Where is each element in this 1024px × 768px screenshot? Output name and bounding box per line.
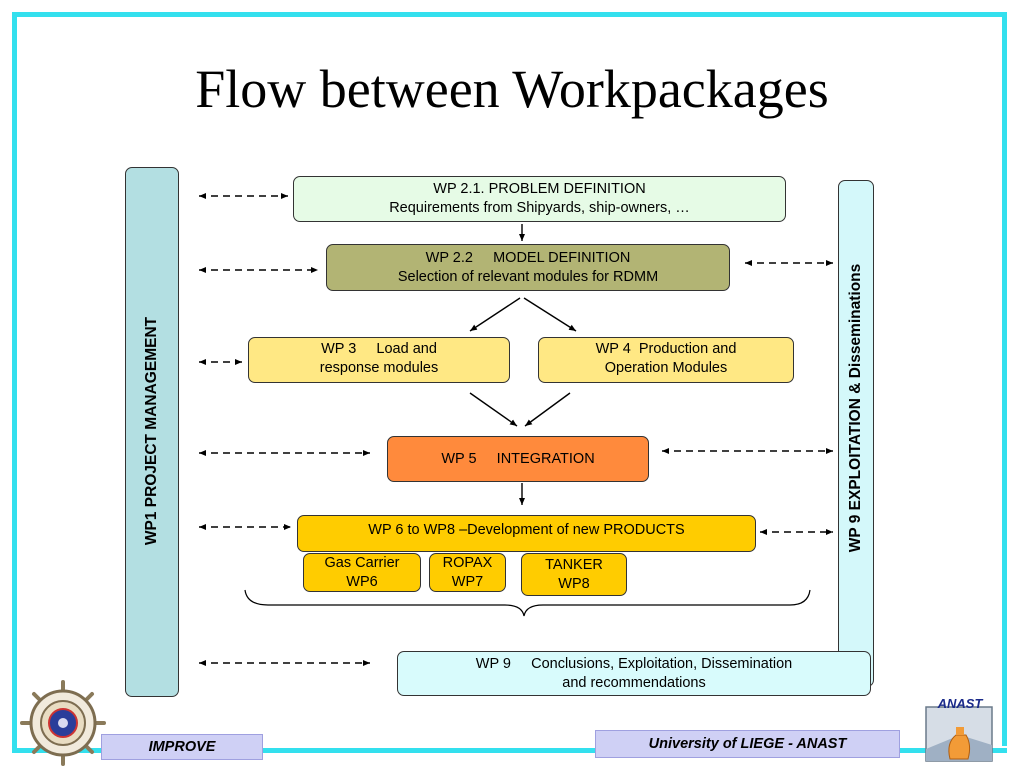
wp22-model-definition-box: WP 2.2 MODEL DEFINITION Selection of rel… bbox=[326, 244, 730, 291]
wp5-line1: WP 5 INTEGRATION bbox=[441, 450, 595, 467]
gas-line1: Gas Carrier bbox=[324, 554, 400, 571]
wp3-line1: WP 3 Load and bbox=[321, 341, 437, 357]
gas-carrier-box: Gas Carrier WP6 bbox=[303, 553, 421, 592]
tanker-line1: TANKER bbox=[545, 556, 603, 573]
wp9-line1: WP 9 Conclusions, Exploitation, Dissemin… bbox=[475, 655, 793, 672]
ropax-line1: ROPAX bbox=[442, 554, 493, 571]
wp21-line1: WP 2.1. PROBLEM DEFINITION bbox=[433, 181, 646, 197]
wp21-line2: Requirements from Shipyards, ship-owners… bbox=[389, 200, 690, 216]
frame-top-border bbox=[12, 12, 1007, 17]
anast-logo-text: ANAST bbox=[937, 696, 984, 711]
wp5-integration-box: WP 5 INTEGRATION bbox=[387, 436, 649, 482]
wp1-project-management-bar bbox=[125, 167, 179, 697]
grouping-brace bbox=[244, 589, 811, 617]
tanker-box: TANKER WP8 bbox=[521, 553, 627, 596]
wp22-line1: WP 2.2 MODEL DEFINITION bbox=[425, 249, 631, 266]
frame-right-border bbox=[1002, 12, 1007, 746]
arrow-wp4-to-wp5 bbox=[524, 392, 571, 427]
arrow-wp3-to-wp5 bbox=[469, 392, 518, 427]
wp68-development-box: WP 6 to WP8 –Development of new PRODUCTS bbox=[297, 515, 756, 552]
slide-title: Flow between Workpackages bbox=[195, 59, 829, 119]
wp22-line2: Selection of relevant modules for RDMM bbox=[397, 268, 659, 285]
arrow-wp22-to-wp4 bbox=[523, 297, 577, 332]
wp4-production-operation-box: WP 4 Production and Operation Modules bbox=[538, 337, 794, 383]
ropax-line2: WP7 bbox=[451, 573, 484, 590]
anast-logo: ANAST bbox=[925, 696, 993, 762]
wp9-line2: and recommendations bbox=[562, 674, 706, 691]
ship-wheel-logo bbox=[20, 680, 106, 766]
wp9-conclusions-box: WP 9 Conclusions, Exploitation, Dissemin… bbox=[397, 651, 871, 696]
frame-bottom-border bbox=[12, 748, 1007, 753]
tanker-line2: WP8 bbox=[558, 575, 590, 592]
wp3-load-response-box: WP 3 Load and response modules bbox=[248, 337, 510, 383]
wp21-problem-definition-box: WP 2.1. PROBLEM DEFINITION Requirements … bbox=[293, 176, 786, 222]
footer-improve: IMPROVE bbox=[101, 734, 263, 760]
wp3-line2: response modules bbox=[319, 360, 439, 376]
gas-line2: WP6 bbox=[346, 573, 378, 590]
ropax-box: ROPAX WP7 bbox=[429, 553, 506, 592]
footer-university: University of LIEGE - ANAST bbox=[595, 730, 900, 758]
frame-left-border bbox=[12, 12, 17, 752]
wp4-line1: WP 4 Production and bbox=[595, 341, 737, 357]
wp68-line1: WP 6 to WP8 –Development of new PRODUCTS bbox=[368, 522, 685, 538]
arrow-wp22-to-wp3 bbox=[469, 297, 521, 332]
wp4-line2: Operation Modules bbox=[604, 360, 728, 376]
